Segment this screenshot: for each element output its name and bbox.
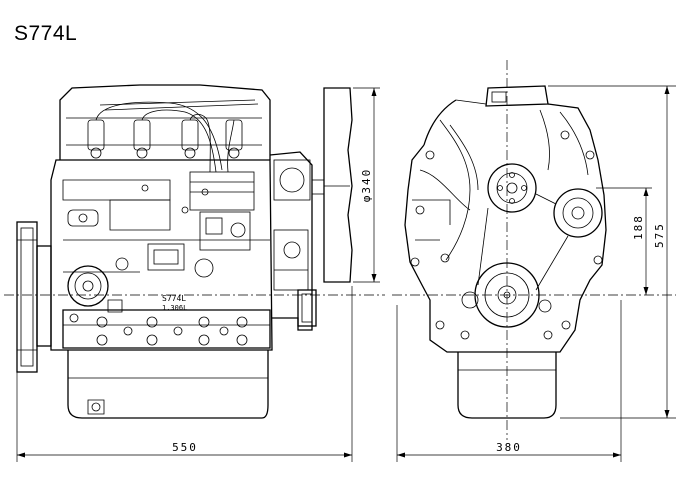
valve-cover [423,85,549,146]
cooling-fan [312,87,353,283]
side-view: S774L 1.306L φ340 [4,84,385,462]
front-view-hoses [410,109,603,267]
belt-left [477,207,489,286]
front-width-dimension: 380 [396,300,622,462]
front-accessories [269,151,317,331]
fan-hub [487,163,537,213]
alternator [553,188,603,238]
fan-diameter-dimension: φ340 [353,87,380,283]
belt-top [535,193,557,205]
front-width-label: 380 [496,441,522,454]
center-height-dimension: 188 [596,187,652,295]
oil-pan [457,352,557,419]
engine-block [50,84,273,419]
front-height-label: 575 [653,222,666,248]
side-width-label: 550 [172,441,198,454]
fan-diameter-label: φ340 [360,168,373,203]
front-lower-block [435,291,571,340]
crank-pulley [474,262,540,328]
flywheel-housing [16,221,52,373]
front-view-outline [404,103,607,353]
engine-model-label: S774L [162,294,186,303]
front-height-dimension: 575 [548,85,676,419]
center-height-label: 188 [632,214,645,240]
engine-displacement-label: 1.306L [162,304,187,312]
front-view: 380 575 188 [392,60,676,462]
page-title: S774L [14,22,78,45]
side-width-dimension: 550 [16,286,353,462]
belt-right [535,235,569,291]
